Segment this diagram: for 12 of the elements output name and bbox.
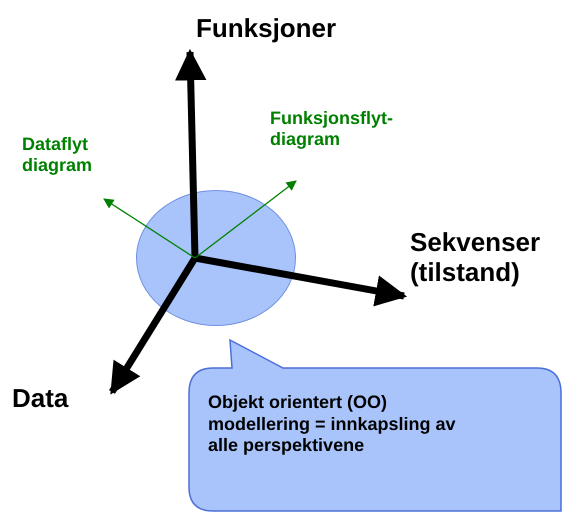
arrow — [194, 180, 297, 259]
arrow — [109, 256, 198, 395]
axis-label: Funksjoner — [196, 14, 376, 44]
diagram-type-label: Funksjonsflyt-diagram — [270, 108, 450, 150]
diagram-type-label: Dataflyt diagram — [22, 134, 122, 176]
speech-bubble — [188, 338, 562, 512]
axis-label: Sekvenser (tilstand) — [410, 228, 576, 288]
arrow — [174, 48, 206, 258]
arrow — [103, 198, 196, 259]
axis-label: Data — [12, 384, 92, 414]
callout-text: Objekt orientert (OO) modellering = innkapsling av alle perspektivene — [208, 392, 457, 457]
arrow — [194, 254, 408, 306]
